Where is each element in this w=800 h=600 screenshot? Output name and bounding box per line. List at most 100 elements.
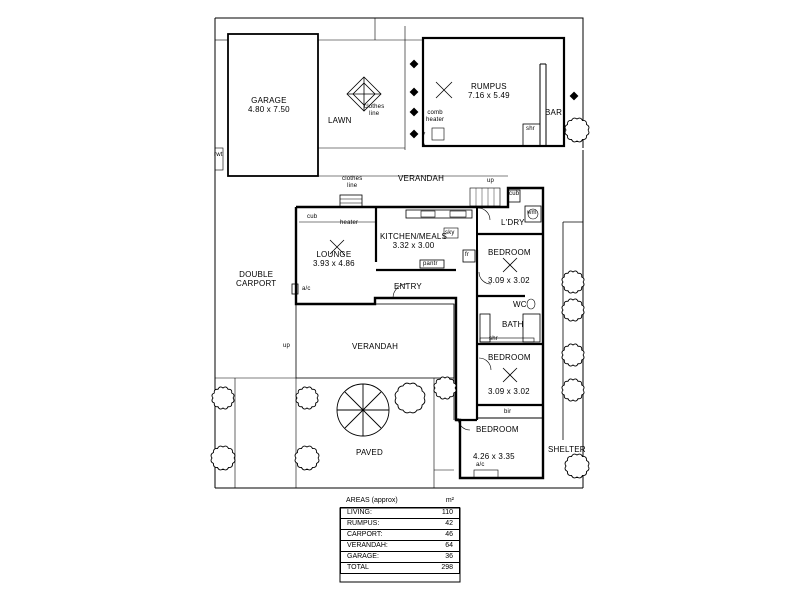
fixture-shower-rumpus: shr [526,126,535,132]
areas-table-body: LIVING: 110 RUMPUS: 42 CARPORT: 46 VERAN… [340,507,460,574]
fixture-text: heater [426,117,445,123]
room-dims: 3.09 x 3.02 [488,387,530,396]
tree-icon [394,382,426,414]
tree-icon [433,376,457,400]
room-name: CARPORT [236,279,277,288]
tree-icon [564,117,590,143]
stairs-up-left: up [283,343,291,349]
clothes-line-icon [346,76,382,112]
room-name: GARAGE [251,96,287,105]
areas-value: 36 [445,553,453,560]
room-dims-bedroom-1: 3.09 x 3.02 [488,276,530,285]
fixture-aircon-bedroom: a/c [476,462,485,468]
fixture-cub-lounge: cub [307,214,318,220]
areas-table: AREAS (approx) m² LIVING: 110 RUMPUS: 42… [340,496,460,574]
room-label-bedroom-2: BEDROOM [488,353,531,362]
fixture-fridge: fr [465,252,470,258]
room-name: KITCHEN/MEALS [380,232,448,241]
fixture-shower-bath: shr [489,336,498,342]
room-label-shelter: SHELTER [548,445,586,454]
rumpus-outline [421,36,566,148]
room-dims: 4.80 x 7.50 [248,105,290,114]
areas-label: TOTAL [347,564,369,571]
room-name: DOUBLE [239,270,274,279]
areas-value: 64 [445,542,453,549]
areas-row: GARAGE: 36 [341,551,459,562]
fixture-built-in-robe: bir [504,409,512,415]
fixture-pantry: pantr [423,261,438,267]
areas-row: CARPORT: 46 [341,529,459,540]
room-name: RUMPUS [470,82,507,91]
fixture-rainwater-tank: rwt [214,152,223,158]
room-label-lounge: LOUNGE 3.93 x 4.86 [313,250,355,268]
tree-icon [561,343,585,367]
areas-title: AREAS (approx) [346,497,398,504]
areas-label: LIVING: [347,509,372,516]
trees [210,117,590,479]
room-name: BEDROOM [488,248,531,257]
areas-label: VERANDAH: [347,542,388,549]
fixture-text: clothes [342,176,363,182]
room-name: BEDROOM [476,425,519,434]
fixture-text: comb [427,110,443,116]
areas-label: GARAGE: [347,553,379,560]
areas-table-header: AREAS (approx) m² [340,496,460,507]
tree-icon [561,378,585,402]
room-label-bath: BATH [502,320,524,329]
room-label-rumpus: RUMPUS 7.16 x 5.49 [468,82,510,100]
fixture-aircon-lounge: a/c [302,286,311,292]
room-dims-bedroom-2: 3.09 x 3.02 [488,387,530,396]
fixture-sky: sky [445,230,455,236]
room-label-wc: WC [513,300,527,309]
room-name: LOUNGE [316,250,352,259]
areas-row-total: TOTAL 298 [341,562,459,573]
tree-icon [561,298,585,322]
areas-label: CARPORT: [347,531,383,538]
room-dims: 7.16 x 5.49 [468,91,510,100]
fixture-comb-heater: comb heater [426,110,444,124]
areas-value: 298 [441,564,453,571]
palm-icon [409,59,579,139]
room-label-bedroom-3: BEDROOM [476,425,519,434]
areas-row: LIVING: 110 [341,508,459,518]
property-boundary [215,17,584,148]
room-label-paved: PAVED [356,448,383,457]
room-label-bar: BAR [545,108,563,117]
room-dims: 4.26 x 3.35 [473,452,515,461]
ceiling-fan-icon [329,81,518,383]
tree-icon [295,386,319,410]
areas-value: 46 [445,531,453,538]
fixture-text: clothes [364,104,385,110]
room-label-verandah-top: VERANDAH [398,174,445,183]
areas-label: RUMPUS: [347,520,380,527]
fixture-text: line [347,183,358,189]
tree-icon [210,445,236,471]
room-label-verandah-main: VERANDAH [352,342,399,351]
areas-value: 42 [445,520,453,527]
room-label-garage: GARAGE 4.80 x 7.50 [248,96,290,114]
areas-row: RUMPUS: 42 [341,518,459,529]
tree-icon [211,386,235,410]
room-label-double-carport: DOUBLE CARPORT [236,270,276,288]
tree-icon [336,383,390,437]
stairs-up-top: up [487,178,495,184]
fixture-heater-lounge: heater [340,220,359,226]
fixture-clothes-line-lawn: clothes line [364,104,384,118]
room-dims: 3.93 x 4.86 [313,259,355,268]
room-name: BEDROOM [488,353,531,362]
areas-unit: m² [445,497,454,504]
fixture-washing-machine: wm [527,210,537,216]
verandah-outline [295,303,455,379]
room-dims-bedroom-3: 4.26 x 3.35 [473,452,515,461]
room-dims: 3.32 x 3.00 [392,241,435,250]
room-label-laundry: L'DRY [501,218,525,227]
room-dims: 3.09 x 3.02 [488,276,530,285]
tree-icon [564,453,590,479]
areas-row: VERANDAH: 64 [341,540,459,551]
garage-outline [227,33,319,177]
room-label-lawn: LAWN [328,116,352,125]
room-label-kitchen: KITCHEN/MEALS 3.32 x 3.00 [380,232,447,250]
areas-value: 110 [441,509,453,516]
room-label-entry: ENTRY [394,282,422,291]
